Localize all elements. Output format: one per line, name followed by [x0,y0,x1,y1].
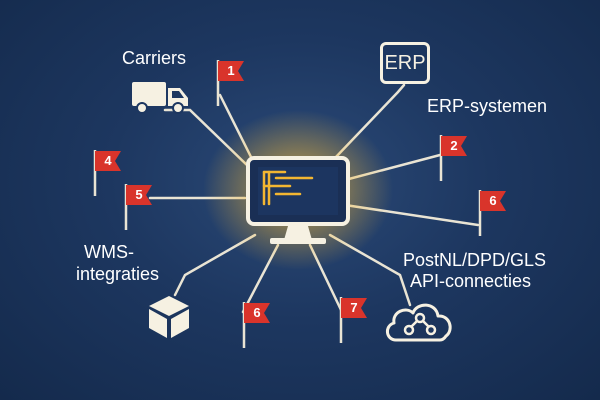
flag-icon [478,190,506,236]
flag-number: 6 [253,305,261,320]
flag-icon [242,302,270,348]
flag-number: 6 [489,193,497,208]
flag-icon [216,60,244,106]
carriers-label: Carriers [122,48,187,68]
box-icon [149,296,189,338]
flag-marker-6-right: 6 [472,188,512,238]
flag-number: 2 [450,138,458,153]
erp-icon: ERP [380,42,430,84]
flag-marker-1: 1 [210,58,250,108]
flag-icon [124,184,152,230]
flag-icon [93,150,121,196]
flag-number: 1 [227,63,235,78]
flag-marker-4: 4 [87,148,127,198]
api-label-line1: PostNL/DPD/GLS [403,250,547,270]
flag-marker-2: 2 [433,133,473,183]
link-wms [173,233,257,297]
flag-icon [439,135,467,181]
flag-number: 7 [350,300,358,315]
wms-label-line1: WMS- [84,242,134,262]
monitor-icon [246,156,350,244]
cloud-network-icon [386,303,452,342]
flag-marker-7: 7 [333,295,373,345]
erp-label: ERP-systemen [427,96,548,116]
flag-marker-5: 5 [118,182,158,232]
flag-number: 4 [104,153,112,168]
truck-icon [132,82,188,114]
wms-label-line2: integraties [76,264,160,284]
flag-marker-6-bottom: 6 [236,300,276,350]
flag-icon [339,297,367,343]
api-label-line2: API-connecties [410,271,532,291]
flag-number: 5 [135,187,143,202]
